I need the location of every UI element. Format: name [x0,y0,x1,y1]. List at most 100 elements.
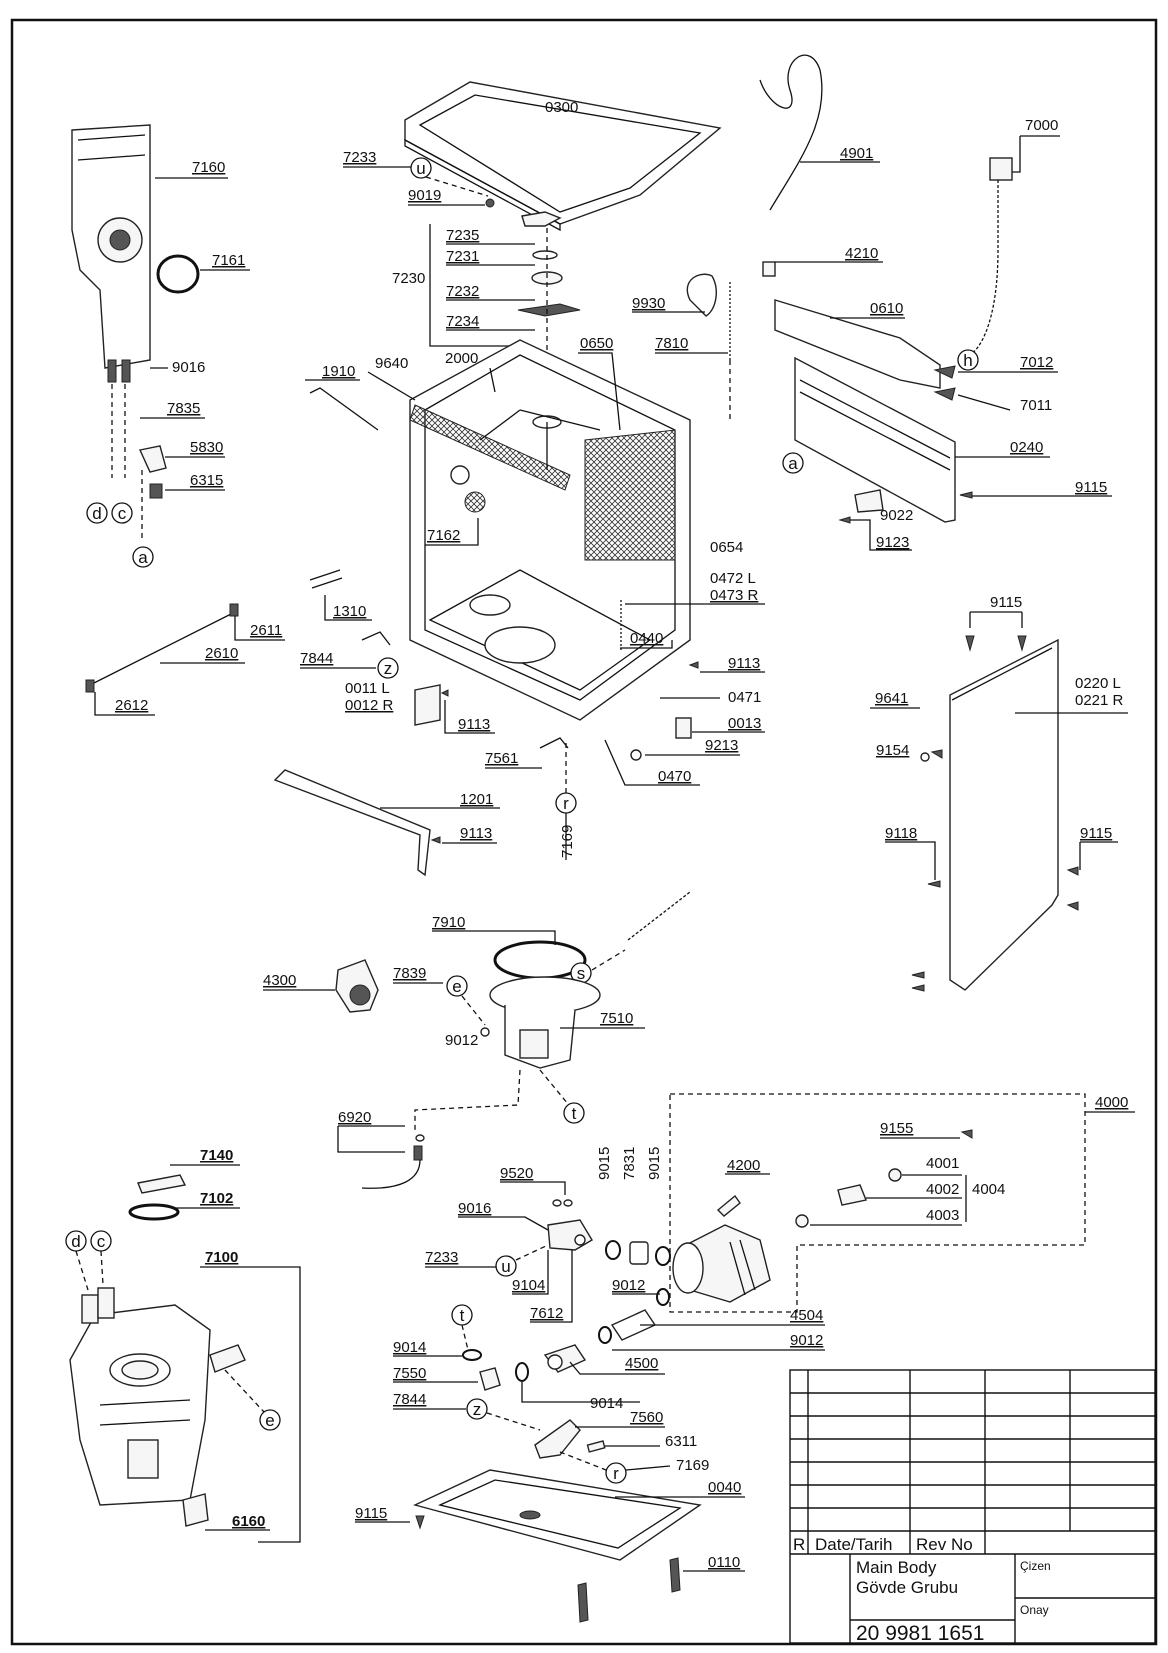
callout-e-low: e [259,1409,281,1431]
label-0650: 0650 [580,335,613,352]
svg-text:r: r [563,794,569,813]
tb-date-label: Date/Tarih [815,1535,892,1554]
callout-d-low: d [65,1230,87,1252]
tb-drawing-number: 20 9981 1651 [856,1622,984,1645]
tb-r-label: R [793,1535,805,1554]
label-0240: 0240 [1010,439,1043,456]
label-4500: 4500 [625,1355,658,1372]
label-7831: 7831 [621,1147,638,1180]
tb-rev-label: Rev No [916,1535,973,1554]
salt-container-7100 [69,1287,246,1506]
ring-7231 [532,250,558,260]
label-6311: 6311 [665,1433,697,1450]
label-0472: 0472 L [710,570,756,587]
label-9014-b: 9014 [590,1395,623,1412]
bracket-9022 [854,489,884,513]
svg-text:r: r [613,1464,619,1483]
tub-2000 [409,339,691,721]
spray-arm-hub-7235 [521,211,562,227]
label-4002: 4002 [926,1181,959,1198]
part-4003 [795,1214,809,1228]
label-9113-b: 9113 [728,655,760,672]
water-softener-7160 [71,124,151,383]
sheet-border [10,18,1158,1646]
valve-5830 [138,445,167,473]
heater-pump-4300 [335,959,379,1013]
drain-pump-4500 [543,1344,587,1373]
label-0470: 0470 [658,768,691,785]
label-7232: 7232 [446,283,479,300]
label-9015-a: 9015 [596,1147,613,1180]
gasket-7102 [128,1203,180,1221]
svg-text:c: c [118,504,127,523]
label-1201: 1201 [460,791,493,808]
label-9155: 9155 [880,1120,913,1137]
valve-block-7612 [547,1219,593,1251]
label-4210: 4210 [845,245,878,262]
label-9641: 9641 [875,690,908,707]
label-4003: 4003 [926,1207,959,1224]
label-0610: 0610 [870,300,903,317]
label-0012: 0012 R [345,697,394,714]
svg-text:d: d [92,504,101,523]
callout-c-left: c [111,502,133,524]
label-7910: 7910 [432,914,465,931]
hose-7831 [629,1241,649,1265]
label-9012-pump: 9012 [612,1277,645,1294]
label-9016-left: 9016 [172,359,205,376]
label-0220: 0220 L [1075,675,1121,692]
label-7160: 7160 [192,159,225,176]
label-7233-mid: 7233 [425,1249,458,1266]
float-switch-7560 [534,1419,581,1459]
label-7140: 7140 [200,1147,233,1164]
trim-0610 [774,299,941,389]
label-2611: 2611 [250,622,282,639]
base-pan-0040 [412,1469,702,1561]
label-7233-top: 7233 [343,149,376,166]
label-9012-pump-b: 9012 [790,1332,823,1349]
gasket-7161 [156,254,200,294]
label-7169-vertical: 7169 [559,825,576,858]
upper-spray-arm-7234 [517,303,581,317]
svg-text:h: h [963,351,972,370]
tb-title-en: Main Body [856,1558,937,1577]
callout-d-left: d [86,502,108,524]
label-7612: 7612 [530,1305,563,1322]
label-2000: 2000 [445,350,478,367]
label-2612: 2612 [115,697,148,714]
label-0654: 0654 [710,539,743,556]
label-9113-c: 9113 [460,825,492,842]
label-0011: 0011 L [345,680,390,697]
part-4200 [716,1194,741,1217]
callout-r-low: r [605,1462,627,1484]
bracket-1201 [273,769,431,877]
screw-9019 [485,198,495,208]
svg-text:z: z [473,1400,482,1419]
clip-4210 [762,261,776,277]
label-7000: 7000 [1025,117,1058,134]
label-4901: 4901 [840,145,873,162]
callout-z-top: z [377,657,399,679]
label-7844-low: 7844 [393,1391,426,1408]
rail-2610 [89,611,236,686]
label-0040: 0040 [708,1479,741,1496]
tb-title-tr: Gövde Grubu [856,1578,958,1597]
callout-t-low: t [451,1304,473,1326]
label-7235: 7235 [446,227,479,244]
bracket-0013 [675,717,692,739]
label-7011: 7011 [1020,397,1052,414]
label-9016-mid: 9016 [458,1200,491,1217]
label-6315: 6315 [190,472,223,489]
label-0440: 0440 [630,630,663,647]
part-4002 [837,1184,867,1206]
label-7835: 7835 [167,400,200,417]
label-0473: 0473 R [710,587,759,604]
callout-u-top: u [410,157,432,179]
svg-text:u: u [416,159,425,178]
label-7844-top: 7844 [300,650,333,667]
label-4300: 4300 [263,972,296,989]
label-4200: 4200 [727,1157,760,1174]
seal-1910 [309,387,379,431]
label-7162: 7162 [427,527,460,544]
part-4001 [888,1168,902,1182]
